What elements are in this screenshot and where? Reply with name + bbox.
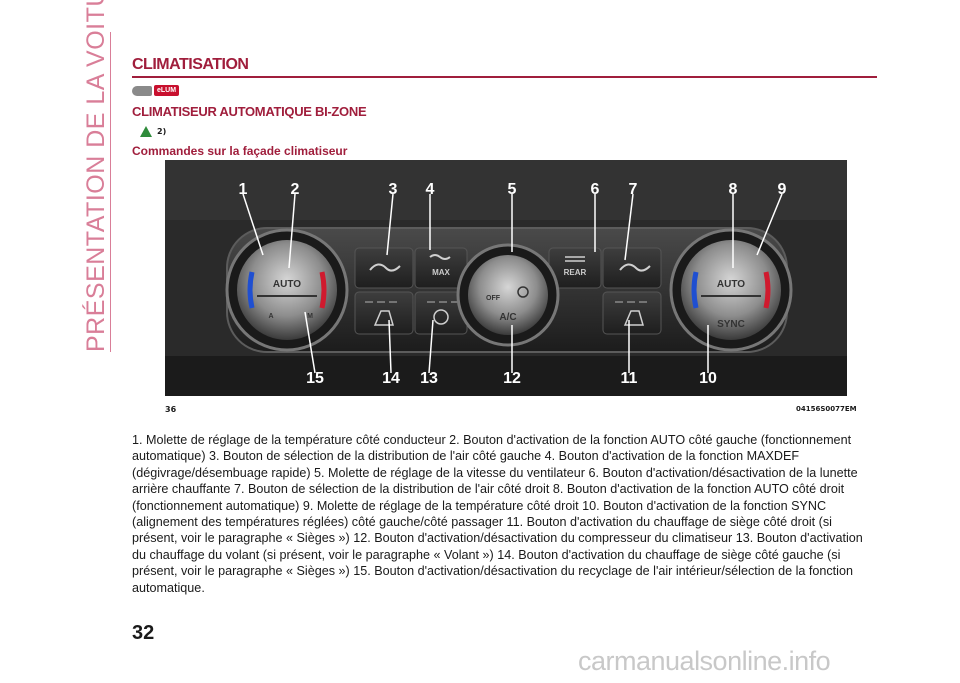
callout-1: 1 bbox=[239, 181, 248, 198]
callout-14: 14 bbox=[382, 370, 400, 387]
label-sync: SYNC bbox=[717, 319, 745, 330]
callout-line-1 bbox=[242, 193, 264, 256]
sidebar-section-title: PRÉSENTATION DE LA VOITURE bbox=[82, 0, 110, 352]
defrost-icon bbox=[429, 254, 451, 260]
callout-line-15 bbox=[304, 311, 316, 374]
label-max: MAX bbox=[432, 268, 450, 277]
subsubsection-title: Commandes sur la façade climatiseur bbox=[132, 144, 348, 158]
dashboard-top bbox=[165, 160, 847, 220]
warning-marker: 2) bbox=[140, 126, 166, 137]
rear-defrost-icon bbox=[565, 256, 585, 262]
label-auto-left: AUTO bbox=[273, 279, 301, 290]
airflow-left-icon bbox=[369, 263, 401, 272]
callout-9: 9 bbox=[778, 181, 787, 198]
page-number: 32 bbox=[132, 622, 155, 644]
callout-11: 11 bbox=[621, 370, 638, 387]
callout-4: 4 bbox=[426, 181, 435, 198]
callout-2: 2 bbox=[291, 181, 300, 198]
airflow-right-icon bbox=[619, 263, 651, 272]
callout-line-2 bbox=[288, 193, 296, 269]
seat-heat-right-icon bbox=[623, 310, 644, 326]
legend-paragraph: 1. Molette de réglage de la température … bbox=[132, 433, 863, 595]
pointing-hand-icon bbox=[132, 85, 152, 96]
elum-badge: eLUM bbox=[154, 85, 180, 96]
climate-control-figure: AUTO A M OFF A/C MAX REAR AUTO SYNC bbox=[165, 160, 847, 396]
callout-line-13 bbox=[428, 319, 434, 374]
seat-heat-left-icon bbox=[373, 310, 394, 326]
hot-indicator-left bbox=[319, 271, 327, 309]
button-seat-heat-left bbox=[354, 291, 414, 335]
callout-line-7 bbox=[624, 193, 634, 261]
watermark: carmanualsonline.info bbox=[578, 646, 831, 676]
callout-12: 12 bbox=[503, 370, 521, 387]
warning-triangle-icon bbox=[140, 126, 152, 137]
cold-indicator-right bbox=[691, 271, 699, 309]
subsection-title: CLIMATISEUR AUTOMATIQUE BI-ZONE bbox=[132, 104, 367, 119]
label-ac: A/C bbox=[499, 312, 516, 323]
hot-indicator-right bbox=[763, 271, 771, 309]
button-air-distribution-left bbox=[354, 247, 414, 289]
button-air-distribution-right bbox=[602, 247, 662, 289]
dashboard-bottom bbox=[165, 356, 847, 396]
slider-line-right bbox=[701, 295, 761, 297]
callout-line-14 bbox=[388, 319, 392, 374]
label-off: OFF bbox=[486, 295, 501, 302]
figure-code: 04156S0077EM bbox=[796, 405, 857, 413]
steering-wheel-icon bbox=[433, 309, 449, 325]
label-rear: REAR bbox=[564, 268, 587, 277]
elum-marker: eLUM bbox=[132, 85, 180, 96]
callout-8: 8 bbox=[729, 181, 738, 198]
section-divider bbox=[132, 76, 877, 78]
temp-knob-right bbox=[681, 240, 781, 340]
callout-15: 15 bbox=[306, 370, 324, 387]
fan-knob bbox=[468, 255, 548, 335]
callout-10: 10 bbox=[699, 370, 717, 387]
callout-3: 3 bbox=[389, 181, 398, 198]
callout-line-3 bbox=[386, 193, 394, 256]
sidebar-rule bbox=[110, 32, 111, 352]
temp-knob-left bbox=[237, 240, 337, 340]
callout-lines bbox=[242, 193, 783, 374]
label-auto-right: AUTO bbox=[717, 279, 745, 290]
callout-7: 7 bbox=[629, 181, 638, 198]
label-m-left: M bbox=[307, 313, 313, 320]
callout-6: 6 bbox=[591, 181, 600, 198]
button-seat-heat-right bbox=[602, 291, 662, 335]
section-title: CLIMATISATION bbox=[132, 56, 249, 73]
slider-line-left bbox=[257, 295, 317, 297]
label-a-left: A bbox=[268, 313, 273, 320]
fan-icon bbox=[517, 286, 529, 298]
callout-line-9 bbox=[756, 193, 783, 256]
cold-indicator-left bbox=[247, 271, 255, 309]
figure-number: 36 bbox=[165, 405, 177, 414]
warning-reference: 2) bbox=[157, 127, 167, 136]
callout-5: 5 bbox=[508, 181, 517, 198]
callout-13: 13 bbox=[420, 370, 438, 387]
